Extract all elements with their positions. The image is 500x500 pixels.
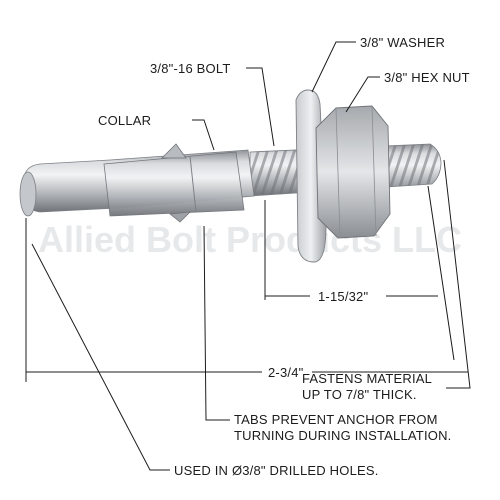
bolt-label: 3/8"-16 BOLT xyxy=(150,61,230,76)
collar-sleeve xyxy=(103,151,245,217)
labels: 3/8" WASHER 3/8"-16 BOLT 3/8" HEX NUT CO… xyxy=(98,35,470,478)
fastens-label-line2: UP TO 7/8" THICK. xyxy=(302,387,417,402)
fastens-leader xyxy=(443,159,471,389)
hex-nut-label: 3/8" HEX NUT xyxy=(384,70,470,85)
anchor-illustration xyxy=(19,89,442,263)
washer-leader xyxy=(311,41,356,93)
tabs-label-line1: TABS PREVENT ANCHOR FROM xyxy=(234,412,438,427)
collar-label: COLLAR xyxy=(98,113,151,128)
hex-nut-edge xyxy=(371,105,377,237)
tip-ext-right xyxy=(427,185,455,361)
tabs-label-line2: TURNING DURING INSTALLATION. xyxy=(234,428,451,443)
tabs-leader xyxy=(203,225,230,421)
watermark-text: Allied Bolt Products LLC xyxy=(38,219,462,260)
collar-tab-top xyxy=(161,143,187,159)
collar-slot xyxy=(189,155,197,213)
hex-nut xyxy=(315,105,391,239)
leader-lines xyxy=(25,41,471,471)
holes-label: USED IN Ø3/8" DRILLED HOLES. xyxy=(174,463,379,478)
holes-leader xyxy=(31,243,170,471)
hex-nut-leader xyxy=(345,76,380,113)
collar-leader xyxy=(192,119,215,151)
anchor-tip-end xyxy=(19,171,37,217)
bolt-leader xyxy=(246,67,275,147)
washer-label: 3/8" WASHER xyxy=(360,35,445,50)
fastens-label-line1: FASTENS MATERIAL xyxy=(302,371,432,386)
thread-length-label: 1-15/32" xyxy=(318,289,368,304)
overall-length-label: 2-3/4" xyxy=(268,365,304,380)
hex-nut-edge xyxy=(335,107,341,239)
collar-tab-bottom xyxy=(168,211,192,223)
